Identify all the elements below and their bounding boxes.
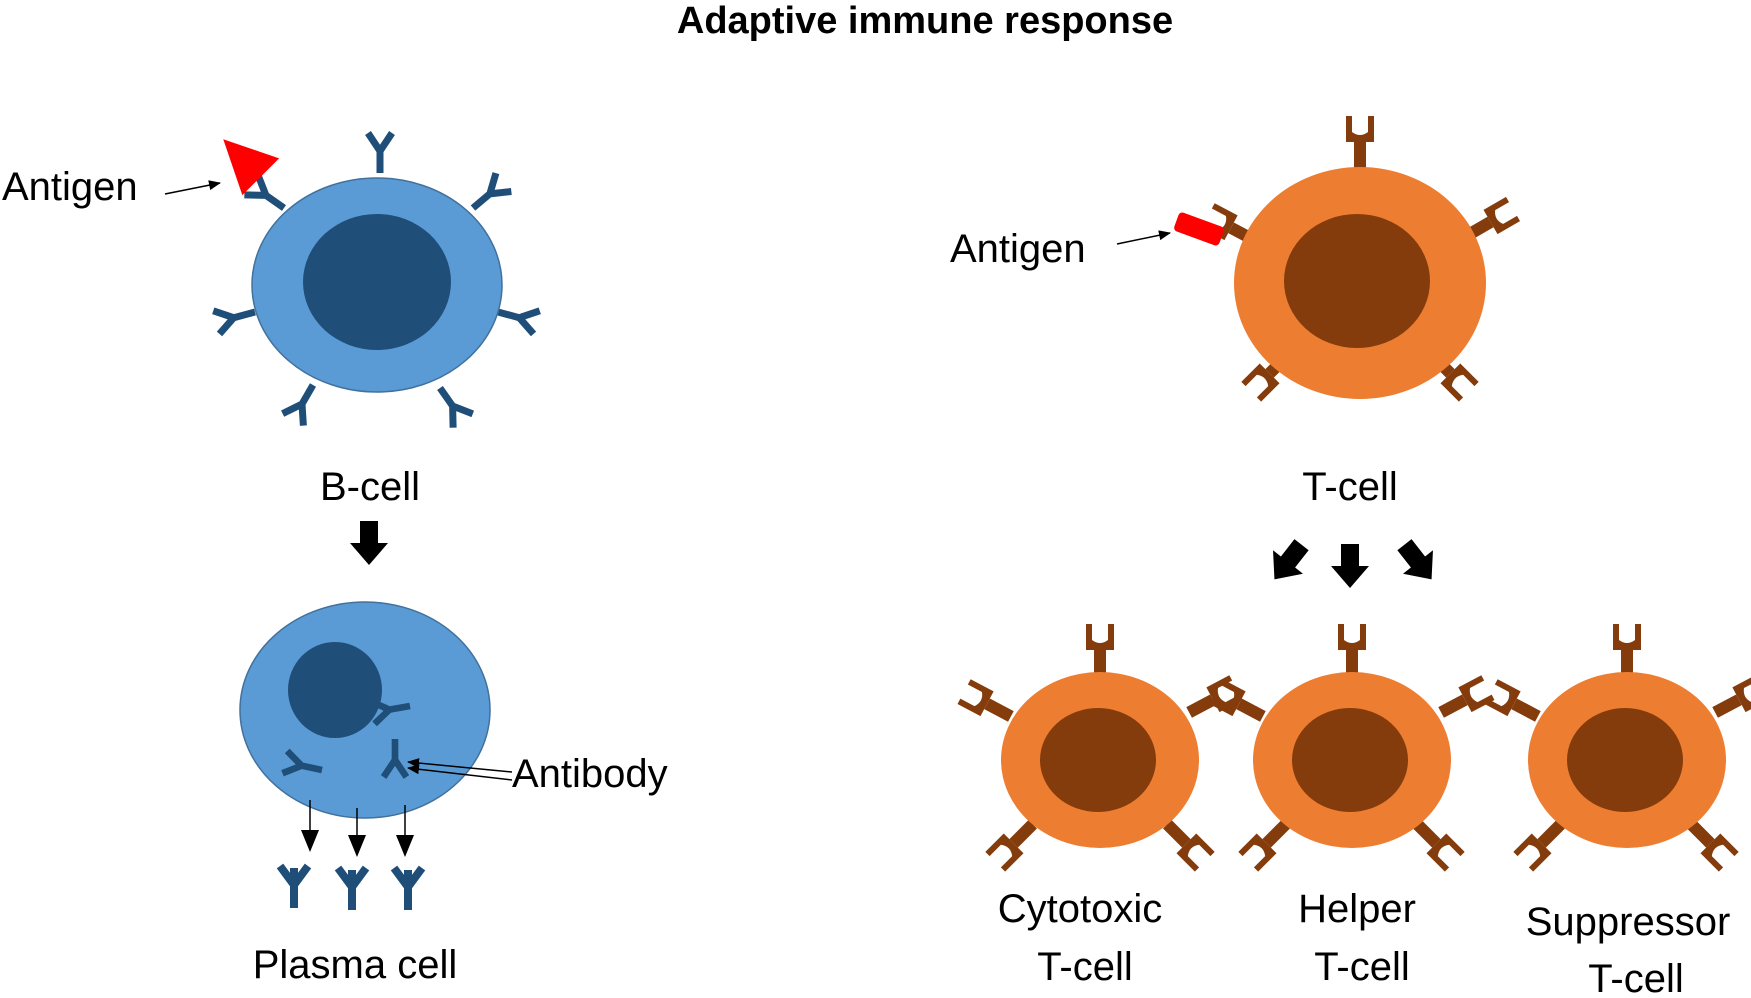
y-shaped-antibody-icon xyxy=(276,863,312,908)
helper-label-line1: Helper xyxy=(1298,887,1416,931)
down-arrow-icon xyxy=(1331,544,1369,588)
suppressor-nucleus xyxy=(1567,708,1683,812)
antigen-t-pointer xyxy=(1116,230,1171,245)
antibody-label: Antibody xyxy=(512,752,668,796)
antigen-label-t: Antigen xyxy=(950,227,1086,271)
down-right-arrow-icon xyxy=(1389,532,1447,592)
secreted-antibodies xyxy=(276,863,426,910)
cup-receptor-icon xyxy=(1708,675,1751,725)
b-cell-label: B-cell xyxy=(320,465,420,509)
antibody-receptor-icon xyxy=(283,379,324,426)
helper-nucleus xyxy=(1292,708,1408,812)
cytotoxic-nucleus xyxy=(1040,708,1156,812)
cup-receptor-icon xyxy=(1434,675,1495,725)
red-triangle-icon xyxy=(223,139,280,196)
cytotoxic-label-line2: T-cell xyxy=(1037,945,1133,989)
antibody-receptor-icon xyxy=(430,381,473,428)
cytotoxic-t-cell xyxy=(957,624,1243,872)
helper-label-line2: T-cell xyxy=(1314,945,1410,989)
t-cell-label: T-cell xyxy=(1302,465,1398,509)
antigen-b-pointer xyxy=(164,180,221,195)
down-arrow-icon xyxy=(350,521,388,565)
cup-receptor-icon xyxy=(1338,624,1366,677)
t-cell-nucleus xyxy=(1284,214,1430,348)
plasma-cell-label: Plasma cell xyxy=(253,943,458,987)
antibody-receptor-icon xyxy=(465,173,511,217)
cytotoxic-label-line1: Cytotoxic xyxy=(998,887,1163,931)
cup-receptor-icon xyxy=(1484,679,1545,729)
diagram-title: Adaptive immune response xyxy=(677,0,1173,42)
antibody-receptor-icon xyxy=(495,300,540,334)
antibody-receptor-icon xyxy=(213,300,258,334)
y-shaped-antibody-icon xyxy=(334,865,370,910)
t-cell xyxy=(1174,116,1521,402)
b-cell-nucleus xyxy=(303,214,451,350)
suppressor-t-cell xyxy=(1484,624,1751,872)
plasma-cell-nucleus xyxy=(288,642,382,738)
cup-receptor-icon xyxy=(1613,624,1641,677)
antibody-receptor-icon xyxy=(368,133,392,173)
cup-receptor-icon xyxy=(1086,624,1114,677)
suppressor-label-line2: T-cell xyxy=(1588,957,1684,998)
antigen-label-b: Antigen xyxy=(2,165,138,209)
down-left-arrow-icon xyxy=(1259,532,1317,592)
red-rectangle-icon xyxy=(1174,212,1224,246)
b-cell xyxy=(205,121,540,428)
cup-receptor-icon xyxy=(1346,116,1374,169)
cup-receptor-icon xyxy=(957,679,1018,729)
helper-t-cell xyxy=(1209,624,1495,872)
plasma-cell xyxy=(239,601,491,819)
y-shaped-antibody-icon xyxy=(390,865,426,910)
antibody-pointer-2 xyxy=(407,764,513,781)
antibody-pointer-1 xyxy=(407,758,513,773)
suppressor-label-line1: Suppressor xyxy=(1526,900,1731,944)
